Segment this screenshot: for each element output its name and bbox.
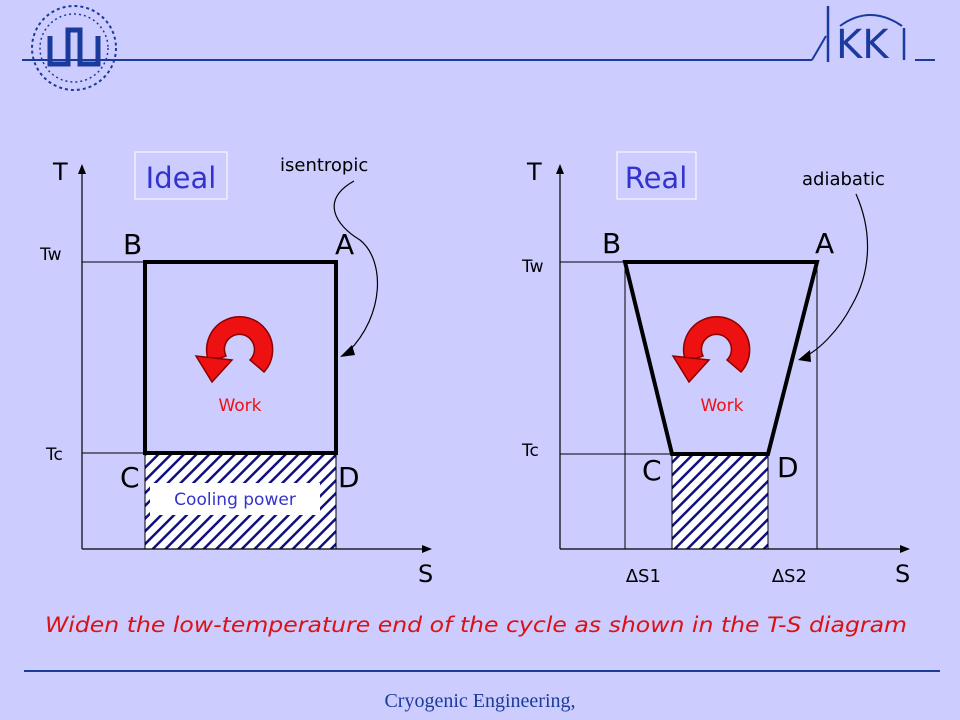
ideal-axis-s-label: S [418,560,433,588]
ideal-isentropic-arrowhead [340,345,355,357]
ideal-point-d: D [338,461,360,494]
ideal-tw-label: Tw [39,245,62,265]
delta-s2-text: S2 [784,566,807,587]
ideal-s-axis-arrow [422,545,432,553]
real-axis-t-label: T [526,158,542,186]
ideal-work-label: Work [218,396,261,416]
ideal-isentropic-leader [333,180,378,353]
ideal-process-note: isentropic [280,155,368,176]
ideal-point-a: A [335,228,354,261]
real-point-d: D [777,451,799,484]
real-point-b: B [602,227,621,260]
cooling-power-label-box [150,483,320,515]
kk-logo: KK [811,6,906,68]
real-t-axis-arrow [556,164,564,174]
cooling-power-label: Cooling power [174,490,296,510]
ideal-axis-t-label: T [52,158,68,186]
real-point-a: A [815,227,834,260]
ideal-cycle [143,260,338,455]
ideal-work-arrow-icon [194,316,274,384]
delta-s2-label: ∆S2 [771,566,807,587]
real-work-label: Work [700,396,743,416]
real-tw-label: Tw [521,257,544,277]
university-logo [31,5,117,91]
real-s-axis-arrow [900,545,910,553]
caption: Widen the low-temperature end of the cyc… [45,613,907,637]
ideal-point-b: B [123,228,142,261]
real-process-note: adiabatic [802,169,885,190]
real-work-arrow-icon [671,316,751,384]
delta-s2-symbol: ∆ [771,566,785,587]
ideal-title: Ideal [146,161,217,195]
ideal-title-box [134,151,228,200]
real-point-c: C [642,454,662,487]
delta-s1-symbol: ∆ [625,566,639,587]
real-axis-s-label: S [895,560,910,588]
delta-s1-label: ∆S1 [625,566,661,587]
real-adiabatic-arrowhead [798,350,811,362]
footer-text: Cryogenic Engineering, [384,690,575,712]
ideal-point-c: C [120,461,140,494]
real-tc-label: Tc [521,441,539,461]
real-panel: Real adiabatic T S Tw Tc B A C D Work ∆S… [521,151,910,588]
ideal-t-axis-arrow [78,164,86,174]
real-cycle [622,260,820,456]
ideal-panel: Ideal isentropic Cooling power T S Tw Tc… [39,151,433,588]
real-title: Real [625,161,688,195]
real-adiabatic-leader [805,193,869,357]
kk-logo-text: KK [836,22,890,68]
ideal-tc-label: Tc [45,445,63,465]
real-title-box [616,151,697,200]
real-cooling-area [672,454,768,549]
delta-s1-text: S1 [638,566,661,587]
